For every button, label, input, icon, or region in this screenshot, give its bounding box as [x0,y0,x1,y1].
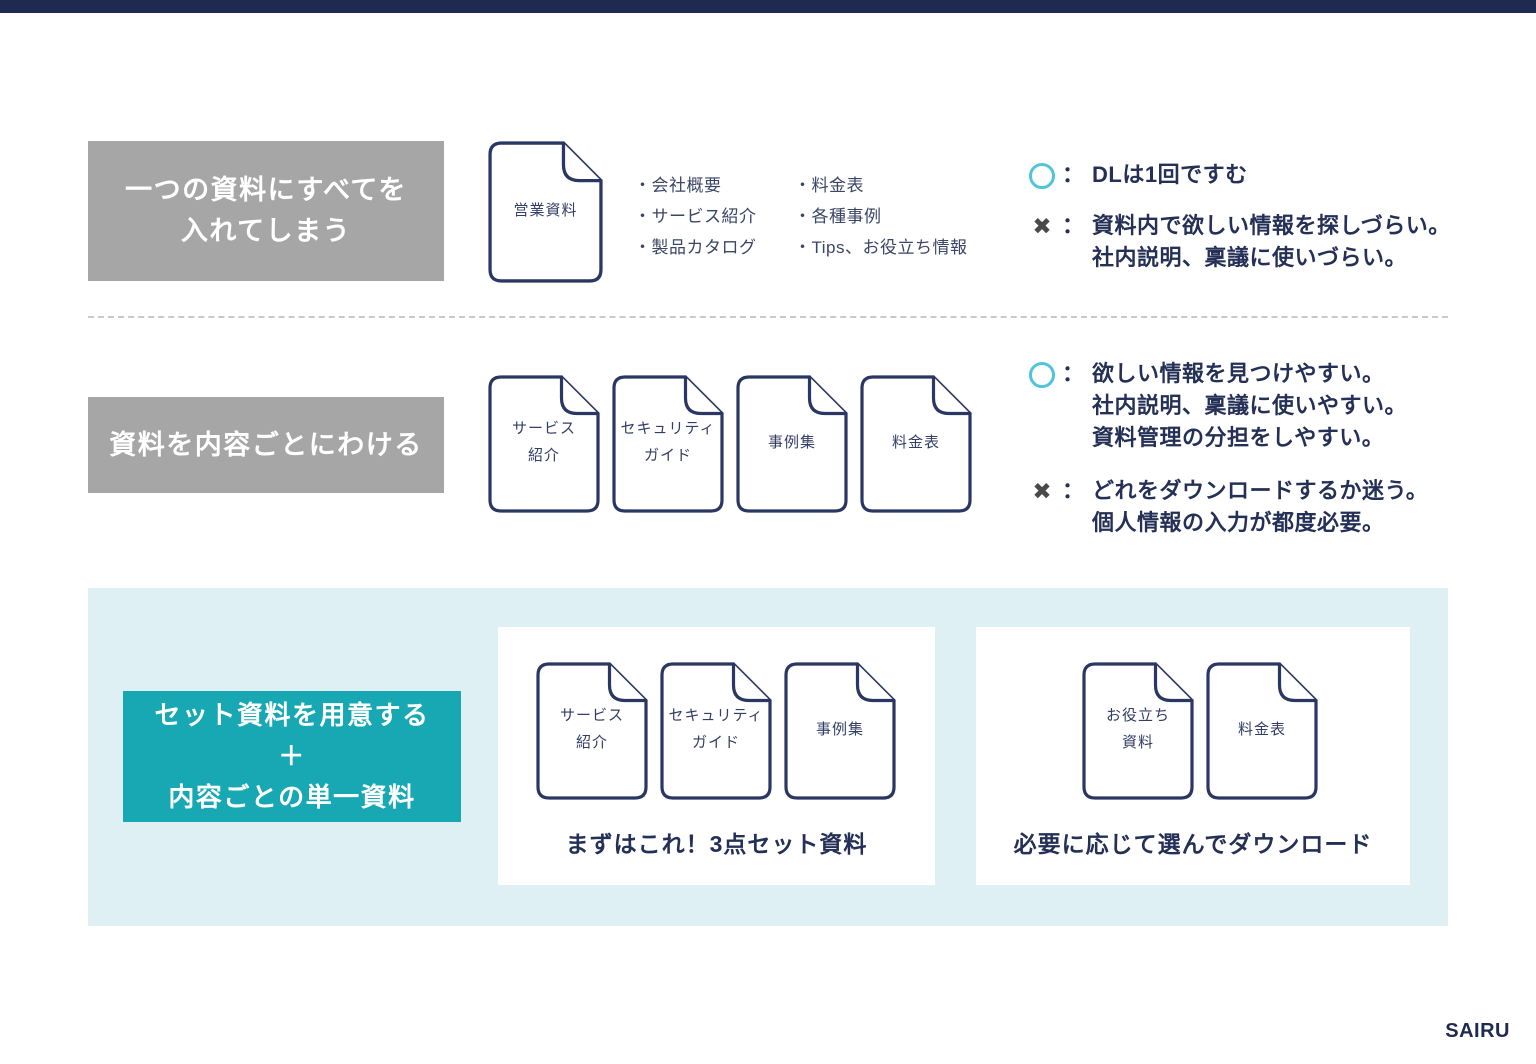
document-label: サービス 紹介 [511,420,576,464]
document-label: サービス 紹介 [559,707,624,751]
document-icon [660,662,772,800]
document-service: サービス 紹介 [536,662,648,800]
document-icon [536,662,648,800]
set-documents-panel: サービス 紹介 セキュリティ ガイド 事例集 まずはこれ！3点セット資料 [498,627,935,885]
colon-separator: ： [1062,361,1085,386]
document-service: サービス 紹介 [488,375,600,513]
circle-icon [1029,362,1055,388]
document-security: セキュリティ ガイド [660,662,772,800]
top-accent-bar [0,0,1536,13]
row2-pro-text: 欲しい情報を見つけやすい。 社内説明、稟議に使いやすい。 資料管理の分担をしやす… [1092,361,1408,450]
row1-label-box: 一つの資料にすべてを 入れてしまう [88,141,444,281]
row2-con-text: どれをダウンロードするか迷う。 個人情報の入力が都度必要。 [1092,478,1429,535]
single-documents-panel: お役立ち 資料 料金表 必要に応じて選んでダウンロード [976,627,1410,885]
set-panel-caption: まずはこれ！3点セット資料 [565,831,868,857]
document-label: 営業資料 [513,201,578,219]
row1-pro-text: DLは1回ですむ [1092,162,1248,187]
document-icon [1082,662,1194,800]
document-label: 事例集 [815,720,864,738]
row1-bullets-col2: ・料金表 ・各種事例 ・Tips、お役立ち情報 [794,176,968,257]
document-label: 料金表 [891,433,940,451]
colon-separator: ： [1062,213,1085,238]
colon-separator: ： [1062,478,1085,503]
single-panel-caption: 必要に応じて選んでダウンロード [1013,831,1373,857]
document-label: お役立ち 資料 [1105,707,1170,751]
document-icon [612,375,724,513]
document-sales: 営業資料 [488,141,603,283]
document-label: 料金表 [1237,720,1286,738]
document-pricing: 料金表 [1206,662,1318,800]
row1-bullets-col1: ・会社概要 ・サービス紹介 ・製品カタログ [634,176,757,257]
document-icon [736,375,848,513]
document-icon [784,662,896,800]
row2-pro: ： 欲しい情報を見つけやすい。 社内説明、稟議に使いやすい。 資料管理の分担をし… [1028,358,1407,454]
document-icon [860,375,972,513]
row3-label-box: セット資料を用意する ＋ 内容ごとの単一資料 [123,691,461,822]
brand-logo: SAIRU [1445,1020,1510,1042]
row2-con: ✖ ： どれをダウンロードするか迷う。 個人情報の入力が都度必要。 [1028,475,1428,539]
document-icon [488,375,600,513]
row1-pro: ： DLは1回ですむ [1028,159,1248,191]
row3-label: セット資料を用意する ＋ 内容ごとの単一資料 [154,700,430,812]
row1-con-text: 資料内で欲しい情報を探しづらい。 社内説明、稟議に使いづらい。 [1092,213,1451,270]
document-security: セキュリティ ガイド [612,375,724,513]
document-cases: 事例集 [736,375,848,513]
document-cases: 事例集 [784,662,896,800]
colon-separator: ： [1062,162,1085,187]
cross-icon: ✖ [1032,478,1052,504]
row2-label-box: 資料を内容ごとにわける [88,397,444,493]
document-icon [1206,662,1318,800]
cross-icon: ✖ [1032,213,1052,239]
document-pricing: 料金表 [860,375,972,513]
document-label: セキュリティ ガイド [620,420,716,464]
row2-label: 資料を内容ごとにわける [109,429,423,460]
row1-con: ✖ ： 資料内で欲しい情報を探しづらい。 社内説明、稟議に使いづらい。 [1028,210,1451,274]
document-label: 事例集 [767,433,816,451]
circle-icon [1029,163,1055,189]
row1-label: 一つの資料にすべてを 入れてしまう [125,175,407,246]
document-label: セキュリティ ガイド [668,707,764,751]
dashed-divider [88,316,1448,318]
document-tips: お役立ち 資料 [1082,662,1194,800]
document-icon [488,141,603,283]
